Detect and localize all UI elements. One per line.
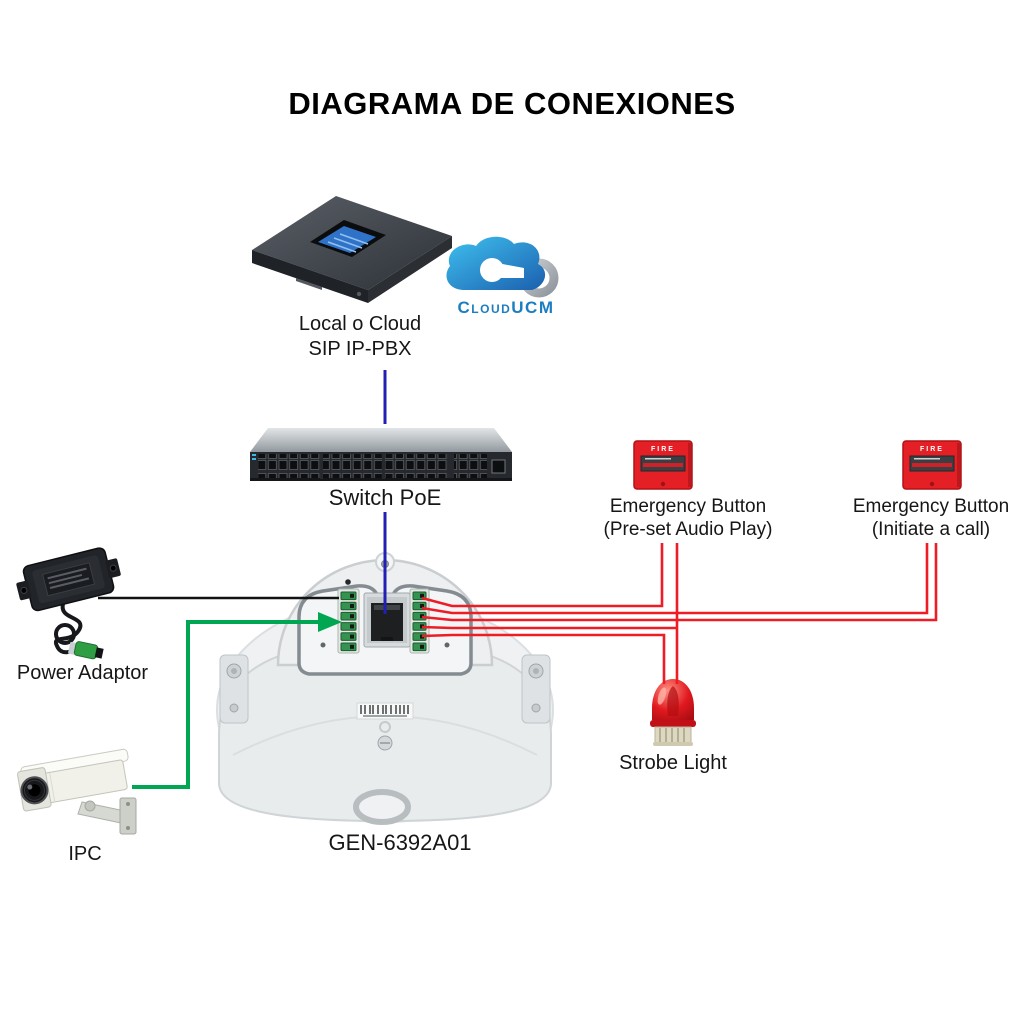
wire-emergency-audio-1 [421,543,664,608]
pbx-label-line1: Local o Cloud [298,313,422,335]
wire-ipc-to-speaker [132,620,320,789]
pbx-label-line2: SIP IP-PBX [308,338,412,360]
speaker-model-label: GEN-6392A01 [328,830,472,855]
emergency-button-call-label: Emergency Button (Initiate a call) [831,495,1024,541]
bracket-right [521,654,551,724]
strobe-light-label: Strobe Light [619,752,727,774]
fire-text: FIRE [651,446,675,453]
pbx-label: Local o Cloud SIP IP-PBX [250,312,470,362]
wire-emergency-audio-2-strobe [421,543,679,684]
emergency-button-audio-label: Emergency Button (Pre-set Audio Play) [588,495,788,541]
wire-ipc-arrowhead [318,612,342,632]
rj45-port [363,592,411,648]
power-adaptor-image [16,547,121,660]
emergency-button-call-image: FIRE [902,440,962,490]
emergency-call-label-line2: (Initiate a call) [871,519,991,540]
fire-text: FIRE [920,446,944,453]
dc-connector [68,641,104,660]
strobe-light-image [650,679,696,746]
emergency-audio-label-line1: Emergency Button [609,496,767,517]
diagram-title: DIAGRAMA DE CONEXIONES [288,86,736,121]
emergency-audio-label-line2: (Pre-set Audio Play) [603,519,773,540]
pbx-image [252,196,452,303]
bracket-left [219,654,249,724]
emergency-call-label-line1: Emergency Button [852,496,1010,517]
cloud-ucm-wordmark: CloudUCM [457,298,555,317]
terminal-block-left [337,588,360,654]
ipc-label: IPC [68,843,102,865]
power-adaptor-label: Power Adaptor [16,662,149,684]
emergency-button-audio-image: FIRE [633,440,693,490]
cloud-ucm-logo [446,236,559,298]
wire-strobe [421,633,666,684]
wire-emergency-call-2 [421,543,938,622]
ipc-camera-image [17,748,137,835]
switch-label: Switch PoE [328,485,442,510]
speaker-device-image [216,552,554,825]
wire-emergency-call-1 [421,543,929,615]
switch-image [250,428,512,481]
